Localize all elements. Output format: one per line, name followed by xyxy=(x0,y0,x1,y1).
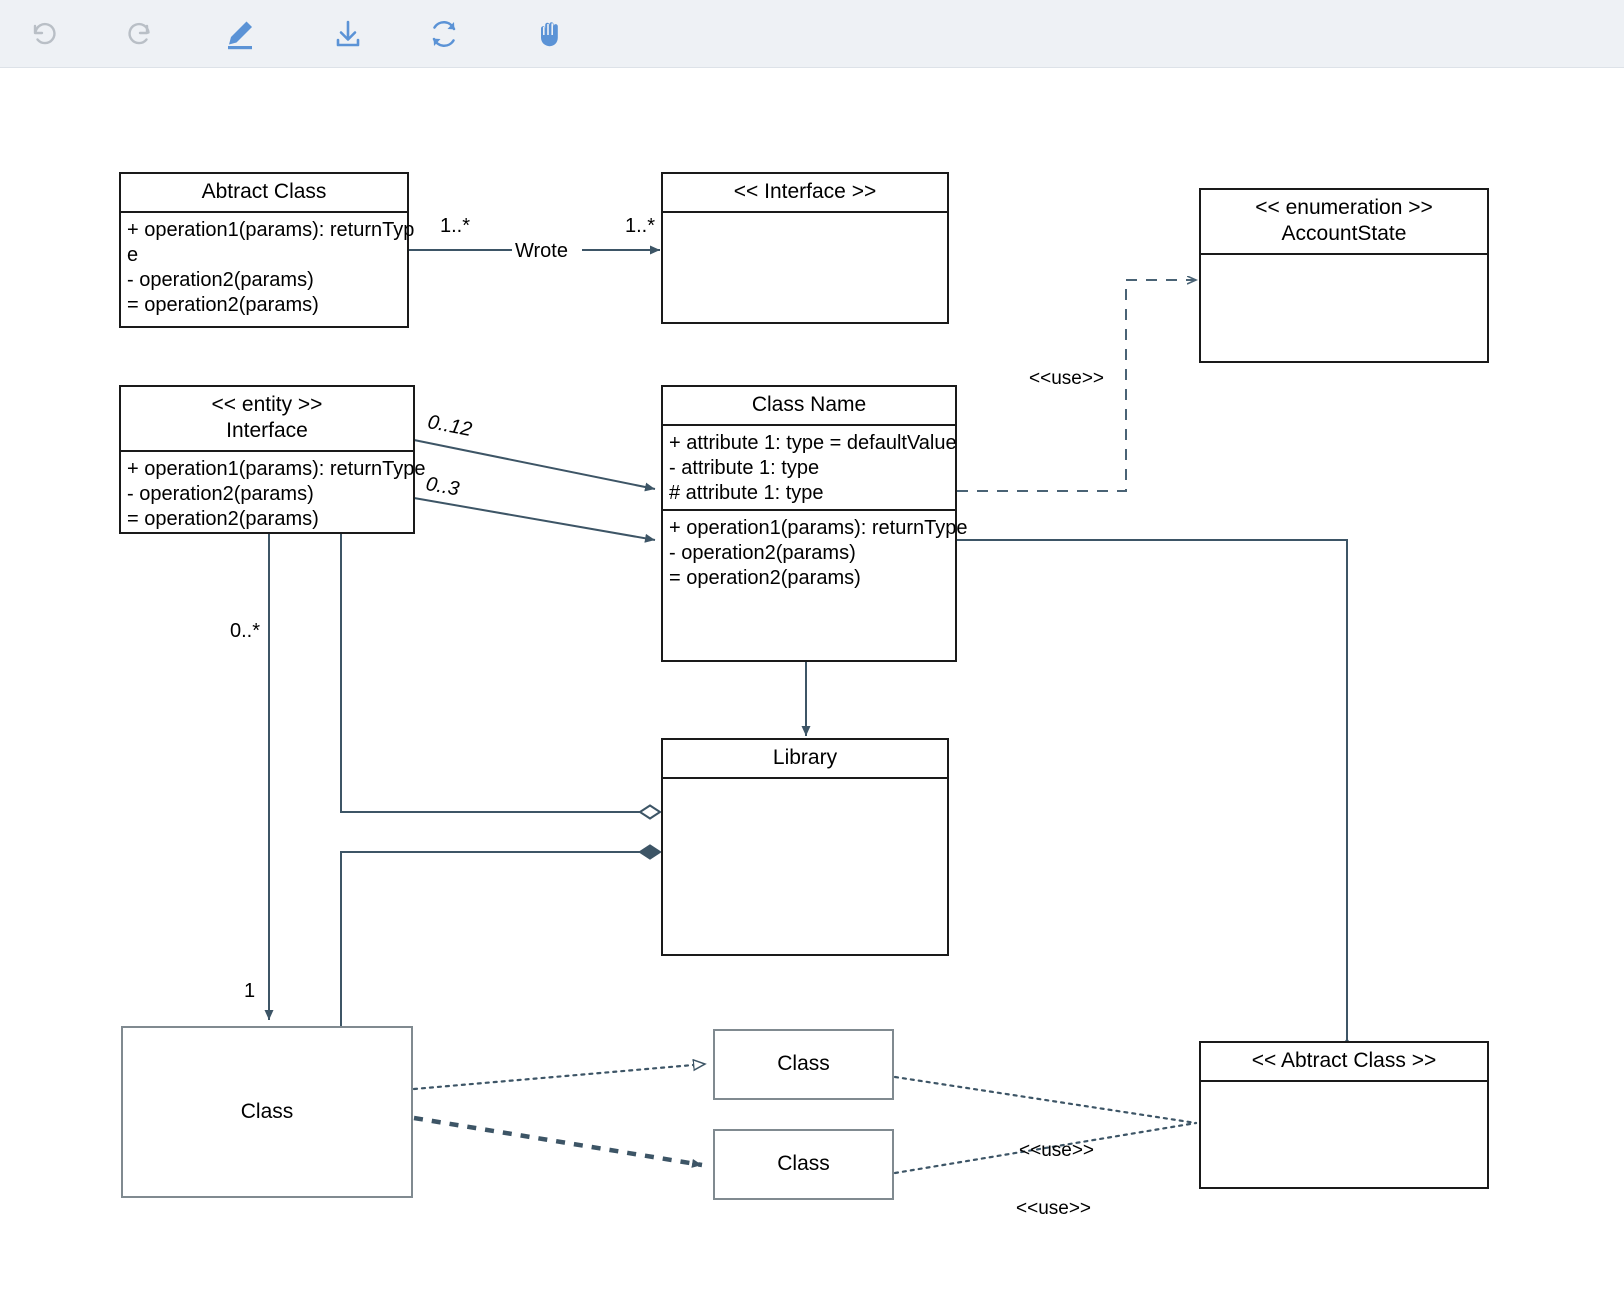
edit-button[interactable] xyxy=(214,8,266,60)
node-class-small-top[interactable]: Class xyxy=(713,1029,894,1100)
node-title-compartment: Library xyxy=(663,740,947,777)
node-title-compartment: Class Name xyxy=(663,387,955,424)
edge-realize-class-top xyxy=(412,1064,705,1091)
node-interface-top[interactable]: << Interface >> xyxy=(661,172,949,324)
undo-icon xyxy=(27,17,61,51)
attribute-row: - attribute 1: type xyxy=(669,457,820,479)
node-title: Class xyxy=(240,1099,294,1123)
node-abstract-class[interactable]: Abtract Class + operation1(params): retu… xyxy=(119,172,415,328)
node-title-compartment: << Interface >> xyxy=(663,174,947,211)
node-title-compartment: << enumeration >> AccountState xyxy=(1201,190,1487,253)
node-abstract-class-bottom[interactable]: << Abtract Class >> xyxy=(1199,1041,1489,1189)
operation-row: - operation2(params) xyxy=(669,542,856,564)
edge-classname-abstractclass xyxy=(957,539,1348,1040)
operation-row: - operation2(params) xyxy=(127,269,314,291)
node-body-compartment xyxy=(663,777,947,956)
node-title: << Interface >> xyxy=(733,180,877,203)
node-operations-compartment: + operation1(params): returnType - opera… xyxy=(121,450,426,535)
operation-row: = operation2(params) xyxy=(127,294,319,316)
diagram-canvas[interactable]: Abtract Class + operation1(params): retu… xyxy=(0,68,1624,1316)
operation-row: e xyxy=(127,244,139,266)
node-body-compartment xyxy=(1201,253,1487,363)
aggregation-diamond xyxy=(638,804,662,820)
multiplicity-label-wrote-source: 1..* xyxy=(440,215,471,237)
node-class-name[interactable]: Class Name + attribute 1: type = default… xyxy=(661,385,968,664)
node-operations-compartment: + operation1(params): returnTyp e - oper… xyxy=(121,211,415,326)
node-operations-compartment: + operation1(params): returnType - opera… xyxy=(663,509,968,664)
node-title: << Abtract Class >> xyxy=(1251,1049,1437,1072)
node-title: Abtract Class xyxy=(201,180,327,203)
node-attributes-compartment: + attribute 1: type = defaultValue - att… xyxy=(663,424,957,509)
node-title: Class Name xyxy=(751,393,867,416)
association-label-wrote: Wrote xyxy=(513,240,570,263)
node-title-compartment: Class xyxy=(715,1031,892,1098)
pencil-icon xyxy=(222,16,258,52)
attribute-row: + attribute 1: type = defaultValue xyxy=(669,432,957,454)
operation-row: - operation2(params) xyxy=(127,483,314,505)
node-title-compartment: Class xyxy=(715,1131,892,1198)
node-title-compartment: Class xyxy=(123,1028,411,1196)
operation-row: + operation1(params): returnType xyxy=(669,517,968,539)
operation-row: = operation2(params) xyxy=(127,508,319,530)
multiplicity-label-0-12: 0..12 xyxy=(425,411,474,442)
edge-aggregation-library xyxy=(340,533,640,813)
node-title-compartment: Abtract Class xyxy=(121,174,407,211)
toolbar xyxy=(0,0,1624,68)
hand-icon xyxy=(532,16,568,52)
undo-button[interactable] xyxy=(18,8,70,60)
node-title: << entity >> xyxy=(211,393,323,416)
node-title-compartment: << Abtract Class >> xyxy=(1201,1043,1487,1080)
operation-row: + operation1(params): returnType xyxy=(127,458,426,480)
node-enumeration[interactable]: << enumeration >> AccountState xyxy=(1199,188,1489,363)
node-body-compartment xyxy=(1201,1080,1487,1190)
redo-icon xyxy=(123,17,157,51)
node-class-small-bottom[interactable]: Class xyxy=(713,1129,894,1200)
node-entity-interface[interactable]: << entity >> Interface + operation1(para… xyxy=(119,385,426,535)
refresh-icon xyxy=(427,17,461,51)
operation-row: = operation2(params) xyxy=(669,567,861,589)
node-title: Class xyxy=(777,1052,830,1075)
download-button[interactable] xyxy=(322,8,374,60)
download-icon xyxy=(331,17,365,51)
redo-button[interactable] xyxy=(114,8,166,60)
edge-use-top xyxy=(893,1075,1198,1125)
composition-diamond xyxy=(638,844,662,860)
multiplicity-label-1: 1 xyxy=(244,980,256,1002)
node-title: Class xyxy=(777,1152,830,1175)
multiplicity-label-0-3: 0..3 xyxy=(424,473,461,501)
refresh-button[interactable] xyxy=(418,8,470,60)
multiplicity-label-0-star: 0..* xyxy=(230,620,261,642)
node-subtitle: AccountState xyxy=(1281,222,1407,245)
stereotype-label-use-top: <<use>> xyxy=(1019,1140,1095,1161)
edge-0-3 xyxy=(413,497,656,543)
node-body-compartment xyxy=(663,211,947,324)
operation-row: + operation1(params): returnTyp xyxy=(127,219,415,241)
stereotype-label-use-enumeration: <<use>> xyxy=(1029,368,1105,389)
multiplicity-label-wrote-target: 1..* xyxy=(625,215,656,237)
node-title-compartment: << entity >> Interface xyxy=(121,387,413,450)
node-title: << enumeration >> xyxy=(1255,196,1433,219)
attribute-row: # attribute 1: type xyxy=(669,482,824,504)
pan-button[interactable] xyxy=(524,8,576,60)
edge-composition-library xyxy=(340,851,640,1028)
node-class-big[interactable]: Class xyxy=(121,1026,413,1198)
node-library[interactable]: Library xyxy=(661,738,949,956)
node-title: Library xyxy=(772,746,838,769)
edge-depend-class-bottom xyxy=(413,1115,703,1168)
node-subtitle: Interface xyxy=(226,419,308,442)
stereotype-label-use-bottom: <<use>> xyxy=(1016,1198,1092,1219)
